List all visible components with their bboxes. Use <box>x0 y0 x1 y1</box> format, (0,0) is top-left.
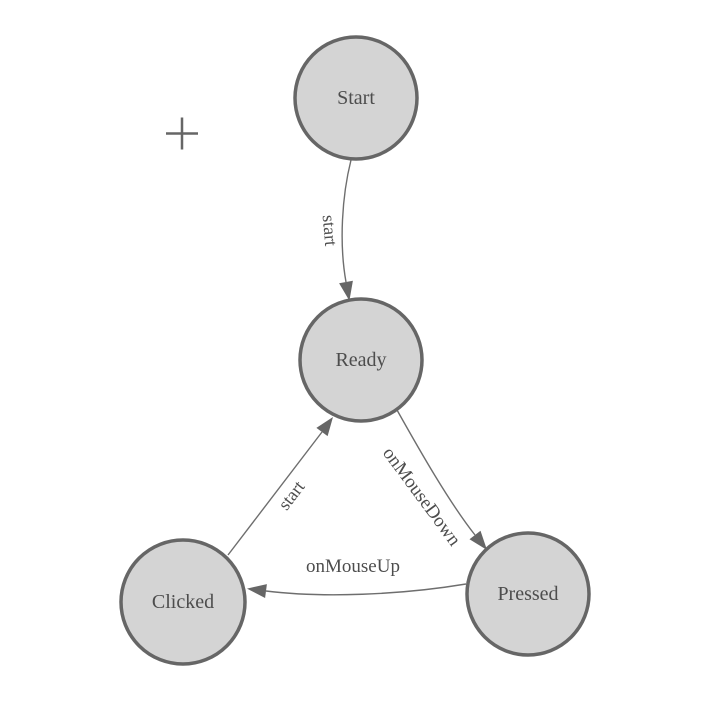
node-ready-label: Ready <box>335 349 386 371</box>
node-clicked-label: Clicked <box>152 591 214 613</box>
edge-label-start-2: start <box>274 477 309 514</box>
node-clicked-shape[interactable] <box>119 538 247 666</box>
node-pressed-label: Pressed <box>497 583 558 605</box>
node-ready-shape[interactable] <box>298 297 424 423</box>
arrowhead-into-ready-top-icon <box>339 280 353 301</box>
edge-pressed-to-clicked[interactable]: onMouseUp <box>247 556 467 598</box>
arrowhead-into-pressed-icon <box>469 530 487 550</box>
edge-clicked-to-ready-line[interactable] <box>227 431 323 556</box>
node-pressed-shape[interactable] <box>465 531 591 657</box>
arrowhead-into-clicked-icon <box>247 584 267 598</box>
edge-label-onmousedown: onMouseDown <box>378 443 465 550</box>
edge-label-onmouseup: onMouseUp <box>306 556 400 577</box>
node-start-label: Start <box>337 87 375 109</box>
edge-ready-to-pressed[interactable]: onMouseDown <box>378 409 487 550</box>
edge-start-to-ready-line[interactable] <box>341 159 352 283</box>
arrowhead-into-ready-bottom-icon <box>316 417 333 437</box>
edge-pressed-to-clicked-line[interactable] <box>265 583 467 596</box>
node-start[interactable]: Start <box>293 35 419 161</box>
crosshair-cursor-icon <box>166 117 198 150</box>
node-clicked[interactable]: Clicked <box>119 538 247 666</box>
node-start-shape[interactable] <box>293 35 419 161</box>
node-pressed[interactable]: Pressed <box>465 531 591 657</box>
edge-clicked-to-ready[interactable]: start <box>227 417 333 556</box>
edge-ready-to-pressed-line[interactable] <box>396 409 476 536</box>
edge-label-start-1: start <box>319 214 342 247</box>
node-ready[interactable]: Ready <box>298 297 424 423</box>
edge-start-to-ready[interactable]: start <box>319 159 353 301</box>
